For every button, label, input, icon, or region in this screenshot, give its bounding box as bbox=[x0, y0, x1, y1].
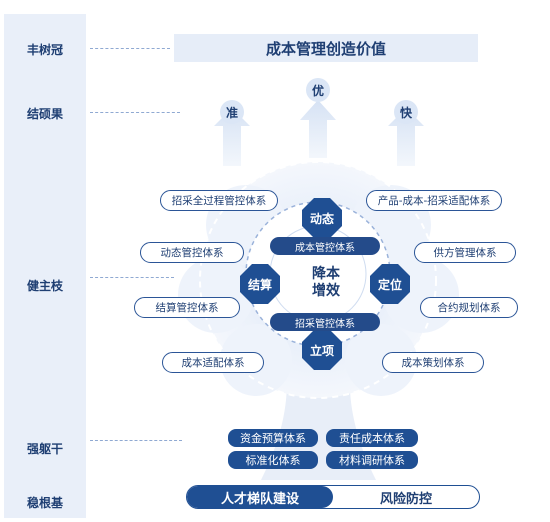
crown-connector bbox=[90, 48, 170, 49]
level-trunk-label: 强躯干 bbox=[26, 442, 63, 456]
value-banner: 成本管理创造价值 bbox=[174, 34, 478, 62]
system-right-1: 产品-成本-招采适配体系 bbox=[366, 190, 502, 211]
level-fruit-label: 结硕果 bbox=[26, 107, 63, 121]
fruit-fast: 快 bbox=[394, 100, 418, 124]
level-sidebar: 丰树冠 结硕果 健主枝 强躯干 稳根基 bbox=[4, 14, 86, 518]
trunk-item-2: 责任成本体系 bbox=[326, 429, 418, 447]
center-line-2: 增效 bbox=[312, 283, 340, 299]
trunk-item-3: 标准化体系 bbox=[228, 451, 318, 469]
arrow-middle bbox=[300, 100, 336, 158]
system-left-3: 结算管控体系 bbox=[134, 297, 240, 318]
root-talent: 人才梯队建设 bbox=[187, 486, 333, 508]
trunk-item-1: 资金预算体系 bbox=[228, 429, 318, 447]
system-right-3: 合约规划体系 bbox=[420, 297, 518, 318]
level-crown-label: 丰树冠 bbox=[26, 43, 63, 57]
octagon-dynamic: 动态 bbox=[302, 198, 342, 238]
trunk-item-4: 材料调研体系 bbox=[326, 451, 418, 469]
center-core: 降本 增效 bbox=[294, 266, 358, 300]
octagon-project-approval: 立项 bbox=[302, 330, 342, 370]
system-left-1: 招采全过程管控体系 bbox=[160, 190, 278, 211]
octagon-settlement: 结算 bbox=[240, 264, 280, 304]
system-left-4: 成本适配体系 bbox=[162, 352, 264, 373]
fruit-accurate: 准 bbox=[220, 100, 244, 124]
trunk-connector bbox=[90, 440, 182, 441]
tag-cost-control: 成本管控体系 bbox=[270, 237, 380, 255]
system-left-2: 动态管控体系 bbox=[140, 242, 244, 263]
arrow-right bbox=[388, 108, 424, 166]
system-right-2: 供方管理体系 bbox=[414, 242, 516, 263]
level-branch-label: 健主枝 bbox=[26, 279, 63, 293]
fruit-excellent: 优 bbox=[306, 78, 330, 102]
root-bar: 人才梯队建设 风险防控 bbox=[186, 485, 480, 509]
root-risk-control: 风险防控 bbox=[379, 491, 432, 507]
tag-procurement-control: 招采管控体系 bbox=[270, 313, 380, 331]
level-root-label: 稳根基 bbox=[26, 496, 63, 510]
center-line-1: 降本 bbox=[312, 266, 340, 282]
arrow-left bbox=[214, 108, 250, 166]
branch-connector bbox=[90, 277, 174, 278]
octagon-positioning: 定位 bbox=[370, 264, 410, 304]
fruit-connector bbox=[90, 112, 180, 113]
system-right-4: 成本策划体系 bbox=[382, 352, 484, 373]
